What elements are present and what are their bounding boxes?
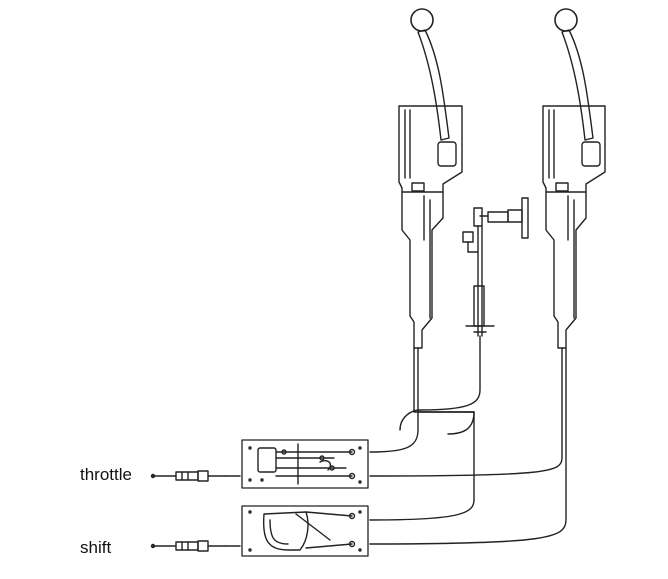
throttle-label: throttle (80, 465, 132, 484)
left-lever-housing (398, 105, 463, 349)
left-lever-handle (417, 29, 450, 141)
shift-mechanism-box (225, 505, 369, 557)
right-lever-handle (561, 29, 594, 141)
control-cables (369, 345, 567, 545)
shift-cable-end (150, 540, 227, 552)
left-control-lever (398, 8, 463, 349)
throttle-mechanism-box (225, 439, 369, 489)
right-control-lever (542, 8, 606, 349)
throttle-cable-end (150, 470, 227, 482)
t-handle-grip (521, 197, 529, 239)
shift-label: shift (80, 538, 112, 557)
right-lever-knob (554, 8, 578, 32)
left-lever-knob (410, 8, 434, 32)
center-t-handle-cable (462, 197, 529, 347)
